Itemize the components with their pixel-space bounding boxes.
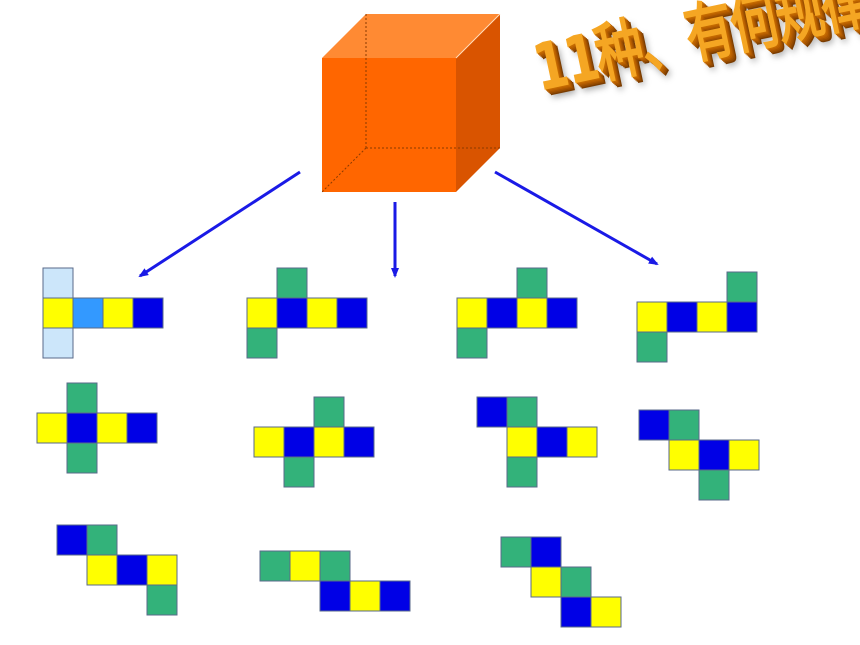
net-9-square-4: [116, 554, 148, 586]
net-7-square-6: [506, 456, 538, 488]
net-3-square-5: [546, 297, 578, 329]
net-4-square-5: [726, 301, 758, 333]
net-6-square-5: [343, 426, 375, 458]
net-11-square-6: [590, 596, 622, 628]
net-5-square-3: [66, 412, 98, 444]
net-10-square-6: [379, 580, 411, 612]
net-5-square-4: [96, 412, 128, 444]
net-3-square-1: [516, 267, 548, 299]
net-4-square-3: [666, 301, 698, 333]
net-7-square-1: [476, 396, 508, 428]
net-6-square-6: [283, 456, 315, 488]
net-2-square-6: [246, 327, 278, 359]
net-6-square-2: [253, 426, 285, 458]
net-2-square-5: [336, 297, 368, 329]
net-4-square-1: [726, 271, 758, 303]
net-2-square-3: [276, 297, 308, 329]
net-6-square-3: [283, 426, 315, 458]
net-10-square-3: [319, 550, 351, 582]
net-1-square-3: [72, 297, 104, 329]
net-1-square-6: [42, 327, 74, 359]
net-3-square-6: [456, 327, 488, 359]
net-9-square-2: [86, 524, 118, 556]
net-4: [636, 271, 758, 363]
net-1-square-2: [42, 297, 74, 329]
net-7-square-3: [506, 426, 538, 458]
net-6: [253, 396, 375, 488]
net-10: [259, 550, 411, 612]
arrows: [138, 170, 659, 278]
net-2-square-2: [246, 297, 278, 329]
net-7-square-2: [506, 396, 538, 428]
net-9-square-3: [86, 554, 118, 586]
net-7: [476, 396, 598, 488]
net-8-square-1: [638, 409, 670, 441]
net-2: [246, 267, 368, 359]
net-9-square-5: [146, 554, 178, 586]
cube-front-face: [322, 58, 456, 192]
net-11-square-3: [530, 566, 562, 598]
net-8-square-3: [668, 439, 700, 471]
net-11-square-2: [530, 536, 562, 568]
net-3-square-3: [486, 297, 518, 329]
net-9-square-6: [146, 584, 178, 616]
net-2-square-4: [306, 297, 338, 329]
net-8-square-6: [698, 469, 730, 501]
net-10-square-5: [349, 580, 381, 612]
arrow-left: [138, 170, 301, 278]
net-10-square-1: [259, 550, 291, 582]
net-5-square-5: [126, 412, 158, 444]
arrow-right: [494, 170, 659, 266]
net-7-square-4: [536, 426, 568, 458]
net-5-square-1: [66, 382, 98, 414]
net-6-square-1: [313, 396, 345, 428]
net-10-square-2: [289, 550, 321, 582]
net-9-square-1: [56, 524, 88, 556]
net-4-square-2: [636, 301, 668, 333]
net-11-square-4: [560, 566, 592, 598]
net-11-square-1: [500, 536, 532, 568]
cube-nets: [36, 267, 760, 628]
net-8-square-5: [728, 439, 760, 471]
net-9: [56, 524, 178, 616]
net-1-square-1: [42, 267, 74, 299]
net-1-square-5: [132, 297, 164, 329]
net-8-square-4: [698, 439, 730, 471]
net-4-square-4: [696, 301, 728, 333]
net-10-square-4: [319, 580, 351, 612]
cube: [321, 13, 501, 193]
net-3-square-4: [516, 297, 548, 329]
net-3-square-2: [456, 297, 488, 329]
net-3: [456, 267, 578, 359]
net-11: [500, 536, 622, 628]
net-1: [42, 267, 164, 359]
net-1-square-4: [102, 297, 134, 329]
net-7-square-5: [566, 426, 598, 458]
net-5-square-2: [36, 412, 68, 444]
net-4-square-6: [636, 331, 668, 363]
net-8-square-2: [668, 409, 700, 441]
net-5-square-6: [66, 442, 98, 474]
net-6-square-4: [313, 426, 345, 458]
net-5: [36, 382, 158, 474]
net-11-square-5: [560, 596, 592, 628]
net-8: [638, 409, 760, 501]
net-2-square-1: [276, 267, 308, 299]
